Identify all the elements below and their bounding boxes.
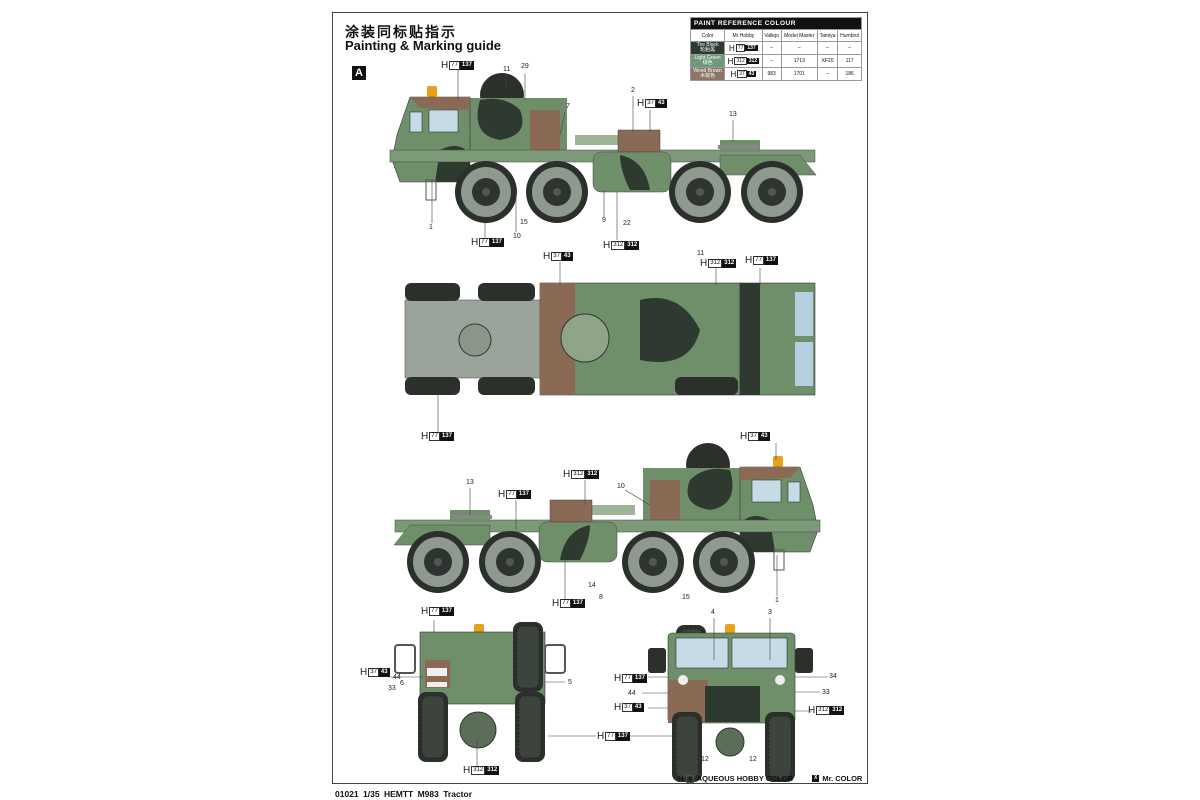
part-number: 33 (822, 689, 830, 696)
part-number: 13 (466, 479, 474, 486)
part-number: 4 (711, 609, 715, 616)
side-view-right (394, 443, 820, 593)
page-title: Painting & Marking guide (345, 38, 502, 53)
part-number: 34 (829, 673, 837, 680)
front-view (648, 624, 813, 783)
part-number: 12 (749, 756, 757, 763)
col-header: Tamiya (816, 29, 839, 42)
part-number: 11 (503, 66, 511, 73)
title-chinese: 涂装同标贴指示 (345, 24, 457, 40)
part-number: 33 (388, 685, 396, 692)
footer: 01021 1/35 HEMTT M983 Tractor (335, 789, 473, 799)
col-header: Model Master (780, 29, 818, 42)
page-frame (332, 12, 868, 784)
col-header: Color (689, 29, 726, 42)
table-header-row: Color Mr Hobby Vallejo Model Master Tami… (689, 29, 862, 42)
part-number: 44 (393, 674, 401, 681)
part-number: 15 (682, 594, 690, 601)
side-view-left (390, 73, 816, 223)
part-number: 29 (521, 63, 529, 70)
part-number: 9 (602, 217, 606, 224)
paint-reference-table: PAINT REFERENCE COLOUR Color Mr Hobby Va… (689, 17, 862, 81)
part-number: 2 (631, 87, 635, 94)
part-number: 7 (566, 103, 570, 110)
part-number: 1 (429, 224, 433, 231)
part-number: 10 (617, 483, 625, 490)
part-number: 11 (697, 250, 705, 257)
rear-view (394, 621, 566, 763)
col-header: Mr Hobby (724, 29, 763, 42)
part-number: 6 (400, 680, 404, 687)
col-header: Vallejo (761, 29, 782, 42)
part-number: 15 (520, 219, 528, 226)
part-number: 13 (729, 111, 737, 118)
part-number: 8 (599, 594, 603, 601)
part-number: 44 (628, 690, 636, 697)
part-number: 3 (768, 609, 772, 616)
leader-lines (389, 70, 828, 766)
part-number: 22 (623, 220, 631, 227)
top-view (404, 282, 816, 396)
scheme-label: A (352, 66, 366, 80)
col-header: Humbrol (837, 29, 862, 42)
part-number: 12 (701, 756, 709, 763)
table-title: PAINT REFERENCE COLOUR (690, 17, 862, 30)
part-number: 1 (775, 597, 779, 604)
part-number: 10 (513, 233, 521, 240)
part-number: 5 (568, 679, 572, 686)
part-number: 14 (588, 582, 596, 589)
